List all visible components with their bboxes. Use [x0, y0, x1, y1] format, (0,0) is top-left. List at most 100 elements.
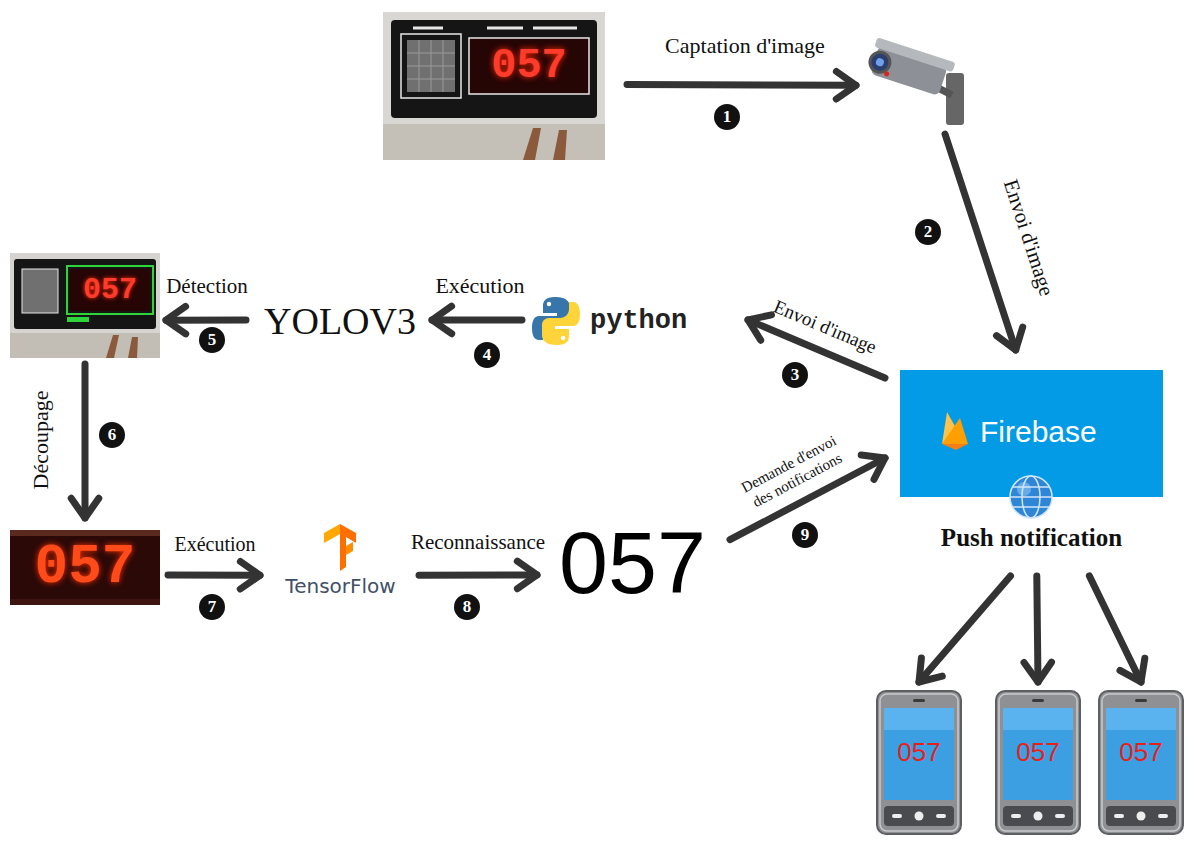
flow-arrow — [168, 562, 260, 590]
illustration-shape — [324, 524, 356, 571]
illustration-shape — [915, 812, 924, 821]
callout-holder: 9 — [792, 522, 818, 548]
text-holder: TensorFlow — [268, 572, 413, 602]
callout-number: 5 — [199, 327, 225, 353]
arrow-shaft — [168, 572, 260, 579]
flow-arrow — [1024, 576, 1052, 682]
illustration-shape — [22, 269, 58, 313]
edge-label-holder: Détection — [166, 274, 248, 300]
illustration-shape — [877, 691, 961, 834]
illustration-shape — [67, 266, 153, 314]
arrow-head — [240, 562, 260, 590]
edge-label-holder: Envoi d'image — [997, 176, 1059, 299]
text-holder: 057 — [1106, 734, 1176, 774]
arrow-shaft — [945, 134, 1016, 350]
illustration-shape — [1010, 487, 1052, 507]
edge-label-holder: Exécution — [435, 273, 524, 301]
edge-label-holder: Demande d'envoi des notifications — [732, 428, 853, 515]
illustration-shape — [1106, 708, 1176, 730]
illustration-shape — [936, 814, 946, 818]
callout-holder: 8 — [454, 594, 480, 620]
arrow-head — [1120, 658, 1145, 682]
edge-label: Demande d'envoi des notifications — [732, 428, 853, 515]
illustration-shape — [10, 530, 160, 605]
callout-holder: 2 — [915, 219, 941, 245]
text-holder: YOLOV3 — [252, 296, 428, 354]
illustration-shape — [561, 336, 565, 340]
arrow-head — [517, 561, 537, 589]
arrow-shaft — [1037, 576, 1038, 682]
arrow-head — [748, 315, 772, 340]
illustration-shape — [14, 259, 156, 329]
illustration-shape — [867, 50, 892, 75]
illustration-shape — [1010, 476, 1052, 518]
arrow-head — [861, 455, 885, 479]
illustration-shape — [67, 317, 89, 322]
camera-icon — [862, 35, 967, 130]
callout-number: 1 — [714, 104, 740, 130]
illustration-shape — [532, 297, 580, 345]
illustration — [862, 35, 967, 130]
flow-arrow — [919, 576, 1011, 682]
illustration-shape — [1114, 814, 1124, 818]
illustration-shape — [884, 708, 954, 730]
edge-label: Exécution — [435, 273, 524, 299]
arrow-shaft — [419, 571, 537, 578]
callout-holder: 3 — [782, 362, 808, 388]
result-digits: 057 — [559, 515, 706, 610]
edge-label-holder: Captation d'image — [665, 33, 825, 61]
text-holder: 057 — [1003, 734, 1073, 774]
illustration-shape — [1158, 814, 1168, 818]
illustration-shape — [10, 333, 160, 358]
illustration-shape — [10, 253, 160, 358]
edge-label: Reconnaissance — [411, 530, 545, 555]
illustration-shape — [106, 335, 138, 358]
illustration-shape — [547, 302, 551, 306]
detection-photo: 057 — [10, 253, 160, 358]
illustration-shape — [1032, 699, 1044, 702]
text-holder: python — [590, 301, 730, 343]
illustration-shape — [383, 124, 605, 160]
cropped-photo: 057 — [10, 530, 160, 605]
callout-number: 2 — [915, 219, 941, 245]
callout-holder: 1 — [714, 104, 740, 130]
text-holder: Firebase — [980, 412, 1150, 457]
text-holder: 057 — [884, 734, 954, 774]
phone-icon: 057 — [1098, 690, 1184, 835]
flow-arrow — [419, 561, 537, 589]
edge-label: Captation d'image — [665, 33, 825, 59]
tool-name: python — [590, 301, 687, 341]
illustration-shape — [383, 12, 605, 160]
illustration-shape — [542, 302, 580, 345]
illustration-shape — [413, 27, 577, 30]
illustration-shape — [401, 34, 461, 98]
illustration-shape — [1003, 708, 1073, 730]
led-digits: 057 — [491, 40, 567, 92]
screen-number: 057 — [1016, 734, 1059, 770]
illustration-shape — [391, 20, 597, 118]
arrow-head — [836, 72, 856, 100]
illustration-shape — [913, 699, 925, 702]
screen-number: 057 — [897, 734, 940, 770]
illustration-shape — [884, 708, 954, 800]
callout-number: 3 — [782, 362, 808, 388]
illustration-shape — [523, 128, 567, 160]
illustration-shape — [1055, 814, 1065, 818]
service-name: Firebase — [980, 412, 1097, 452]
arrow-head — [166, 306, 186, 334]
flow-arrow — [432, 306, 522, 334]
illustration-shape — [999, 694, 1077, 831]
flow-arrow — [71, 364, 99, 518]
edge-label-holder: Découpage — [28, 391, 56, 490]
arrow-head — [919, 658, 942, 682]
callout-holder: 4 — [474, 342, 500, 368]
arrow-shaft — [166, 317, 246, 324]
illustration-shape — [407, 40, 455, 92]
tensorflow-node: TensorFlow — [268, 522, 413, 604]
callout-number: 8 — [454, 594, 480, 620]
edge-label: Détection — [166, 274, 248, 299]
arrow-head — [997, 327, 1023, 350]
tool-name: TensorFlow — [285, 572, 395, 600]
edge-label-holder: Reconnaissance — [411, 530, 545, 556]
firebase-box: FirebasePush notification — [900, 370, 1163, 570]
